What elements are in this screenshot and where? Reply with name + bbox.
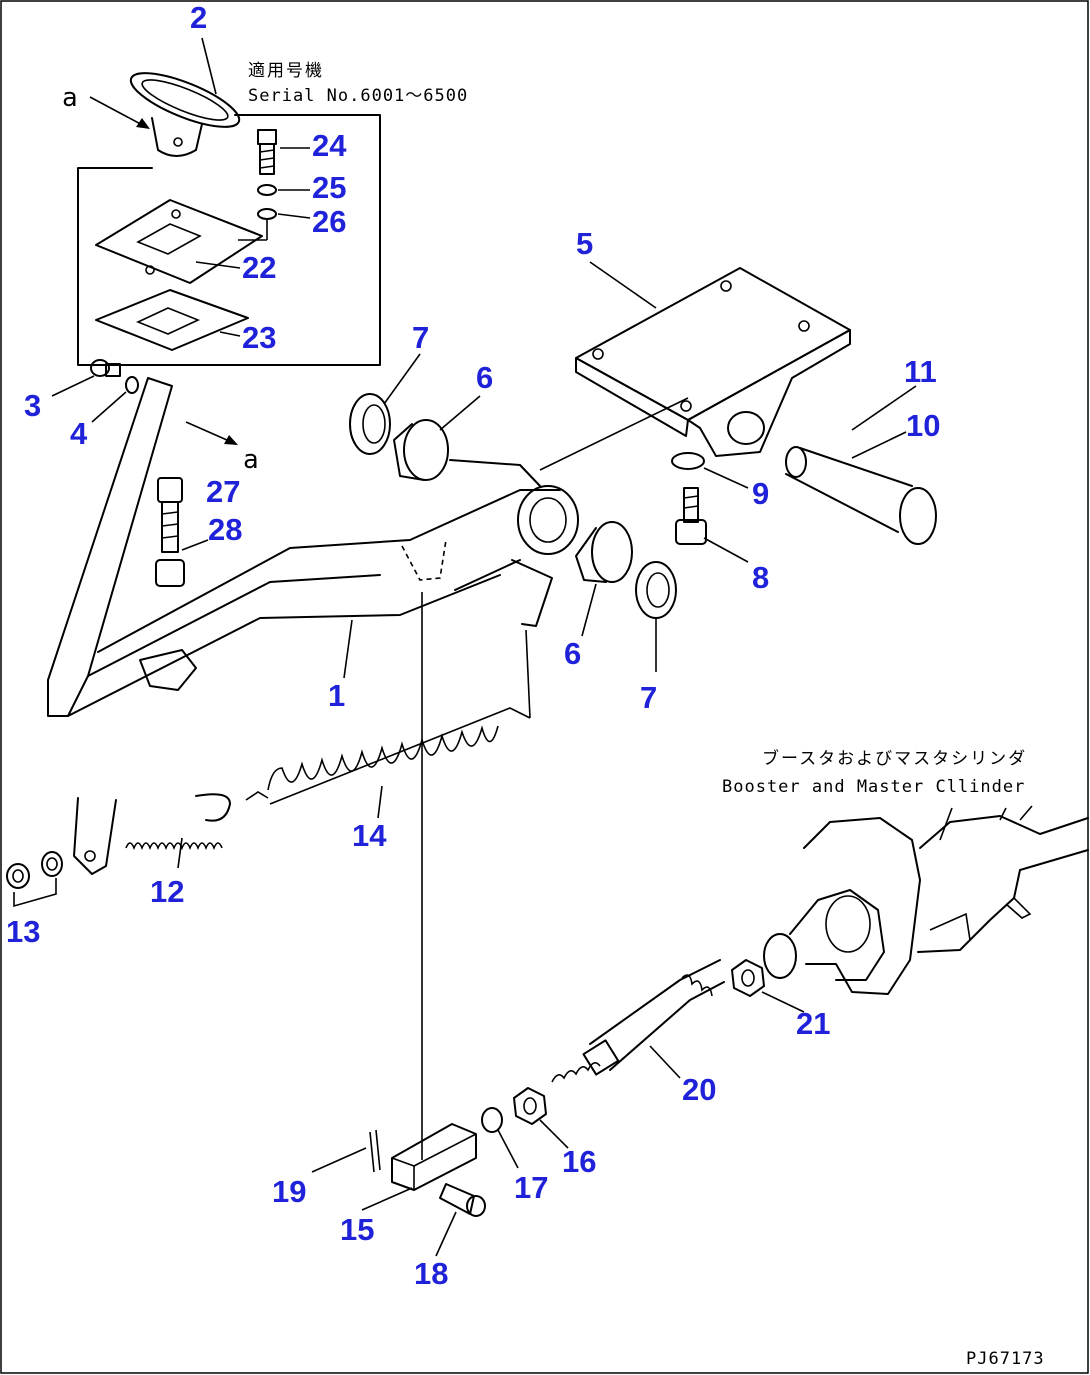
view-marker-a-top: a [62,83,78,113]
pedal-pad-part [129,72,241,157]
booster-note-en: Booster and Master Cllinder [722,777,1025,797]
callout-6-left: 6 [476,360,493,395]
booster-cylinder-part [763,805,1089,995]
callout-16: 16 [562,1144,596,1179]
callout-7-left: 7 [412,320,429,355]
clevis-15-part [391,1123,477,1191]
callout-13: 13 [6,914,40,949]
serial-note-en: Serial No.6001～6500 [248,86,468,106]
callout-2: 2 [190,0,207,35]
callout-7-right: 7 [640,680,657,715]
callout-15: 15 [340,1212,374,1247]
callout-1: 1 [328,678,345,713]
washer-25-part [257,184,277,196]
nut-16-part [513,1087,547,1125]
callout-5: 5 [576,226,593,261]
bushing-6-left-part [393,419,449,481]
callout-9: 9 [752,476,769,511]
callout-14: 14 [352,818,387,853]
callout-21: 21 [796,1006,830,1041]
view-arrow-top [89,96,150,129]
callout-27: 27 [206,474,240,509]
bolt-3-part [90,359,121,377]
callout-24: 24 [312,128,347,163]
callout-10: 10 [906,408,940,443]
leader-lines [51,37,917,1257]
callout-8: 8 [752,560,769,595]
washer-17-part [481,1107,503,1133]
nuts-13-part [6,851,63,889]
return-spring-14-part [267,629,531,805]
callout-25: 25 [312,170,346,205]
bolt-24-part [257,129,277,175]
nut-28-part [155,559,185,587]
drawing-code: PJ67173 [966,1349,1045,1369]
callout-17: 17 [514,1170,548,1205]
push-rod-20-part [551,959,725,1083]
callout-6-right: 6 [564,636,581,671]
callout-3: 3 [24,388,41,423]
washer-4-part [125,376,139,394]
pedal-arm-part [47,377,579,717]
callout-22: 22 [242,250,276,285]
bracket-5-part [575,267,851,457]
serial-note-jp: 適用号機 [248,61,324,81]
pin-10-part [785,446,937,545]
callout-19: 19 [272,1174,306,1209]
callout-18: 18 [414,1256,448,1291]
plate-22-part [95,199,263,284]
stopper-bolt-27-part [157,477,183,553]
seal-7-right-part [635,561,677,619]
seal-7-left-part [349,393,391,455]
nuts-13-bracket [13,878,57,908]
yoke-part [73,797,117,875]
pin-axis [539,397,689,471]
bushing-6-right-part [575,521,633,583]
cotter-pin-19-part [369,1129,381,1173]
callout-20: 20 [682,1072,716,1107]
rod-12-part [125,791,269,851]
detail-box [77,114,381,366]
callout-28: 28 [208,512,242,547]
bolt-8-part [675,487,707,545]
washer-26-part [257,208,277,220]
view-marker-a-pedal: a [243,445,259,475]
callout-26: 26 [312,204,346,239]
callout-11: 11 [904,354,937,389]
pin-18-part [439,1183,486,1217]
gasket-23-part [95,289,249,351]
booster-note-jp: ブースタおよびマスタシリンダ [762,748,1027,769]
washer-9-part [671,452,705,470]
callout-12: 12 [150,874,184,909]
callouts: 2 24 25 26 22 23 3 4 5 7 6 11 10 9 8 27 … [6,0,940,1291]
callout-23: 23 [242,320,276,355]
view-arrow-pedal [185,421,238,445]
callout-4: 4 [70,416,88,451]
nut-21-part [731,959,765,997]
